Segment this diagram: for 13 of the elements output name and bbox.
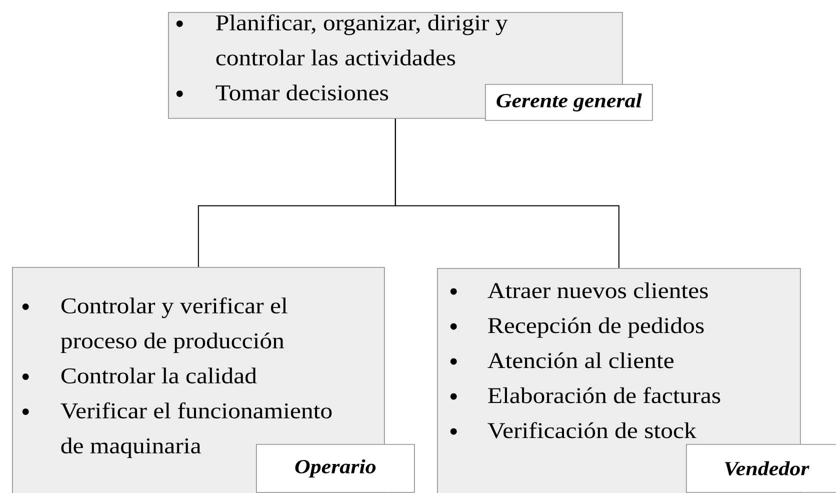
role-tab: Operario [256, 444, 415, 493]
list-item: Controlar y verificar el proceso de producción [60, 297, 288, 354]
role-tab: Vendedor [686, 444, 836, 493]
role-tab: Gerente general [485, 84, 653, 121]
list-item: Recepción de pedidos [488, 317, 704, 338]
list-item: Tomar decisiones [216, 84, 388, 100]
list-item: Planificar, organizar, dirigir y controlar las actividades [216, 14, 508, 66]
list-item: Atraer nuevos clientes [488, 282, 708, 298]
list-item: Controlar la calidad [61, 368, 257, 384]
list-item: Verificación de stock [488, 422, 696, 438]
list-item: Elaboración de facturas [488, 387, 720, 404]
list-item: Atención al cliente [488, 352, 674, 368]
connector-line [394, 118, 620, 268]
